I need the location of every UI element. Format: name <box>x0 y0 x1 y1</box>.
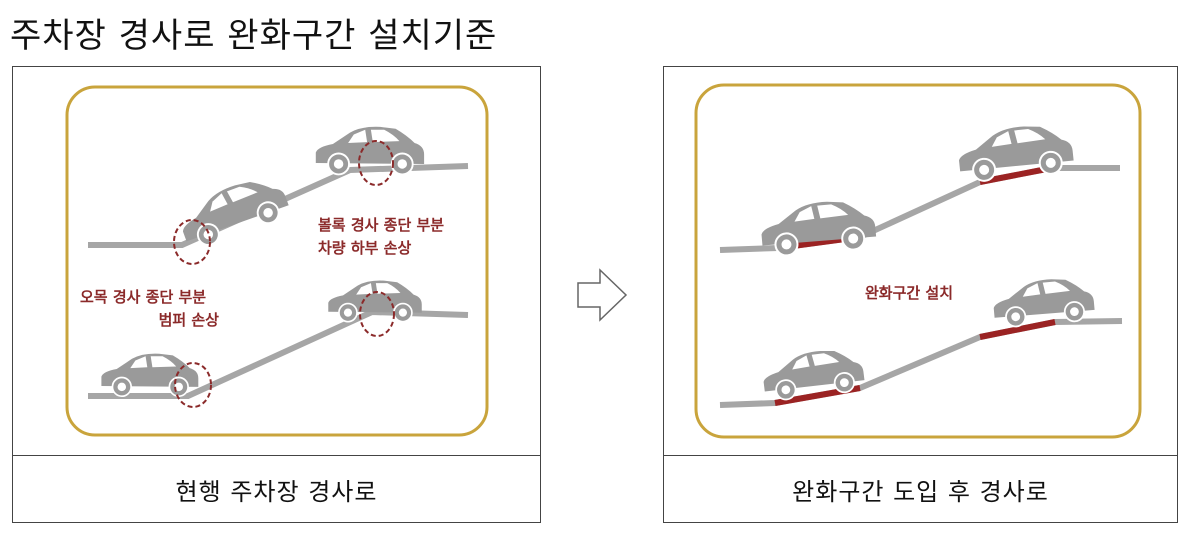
convex-annotation-line1: 볼록 경사 종단 부분 <box>318 216 444 234</box>
convex-annotation-line2: 차량 하부 손상 <box>318 239 411 257</box>
left-caption: 현행 주차장 경사로 <box>13 455 540 522</box>
left-panel: 현행 주차장 경사로 <box>12 66 541 523</box>
car-icon <box>327 279 423 323</box>
transition-section <box>979 165 1053 185</box>
left-frame <box>65 85 489 437</box>
concave-annotation-line2: 범퍼 손상 <box>159 311 220 329</box>
damage-circle <box>359 291 395 337</box>
transition-section <box>979 319 1056 340</box>
car-icon <box>990 274 1097 330</box>
damage-circle <box>173 219 211 265</box>
page-title: 주차장 경사로 완화구간 설치기준 <box>10 16 498 56</box>
damage-circle <box>358 140 394 186</box>
damage-circle <box>174 362 212 408</box>
right-caption: 완화구간 도입 후 경사로 <box>664 455 1177 522</box>
concave-annotation-line1: 오목 경사 종단 부분 <box>80 288 206 306</box>
lower-ramp-road <box>88 308 469 399</box>
car-icon <box>758 196 879 259</box>
car-icon <box>100 352 200 398</box>
upper-ramp-road <box>719 165 1120 253</box>
transition-annotation: 완화구간 설치 <box>865 284 953 302</box>
right-panel: 완화구간 도입 후 경사로 <box>663 66 1178 523</box>
right-arrow-icon <box>577 268 628 322</box>
right-frame <box>694 83 1142 439</box>
lower-ramp-road <box>719 318 1123 408</box>
